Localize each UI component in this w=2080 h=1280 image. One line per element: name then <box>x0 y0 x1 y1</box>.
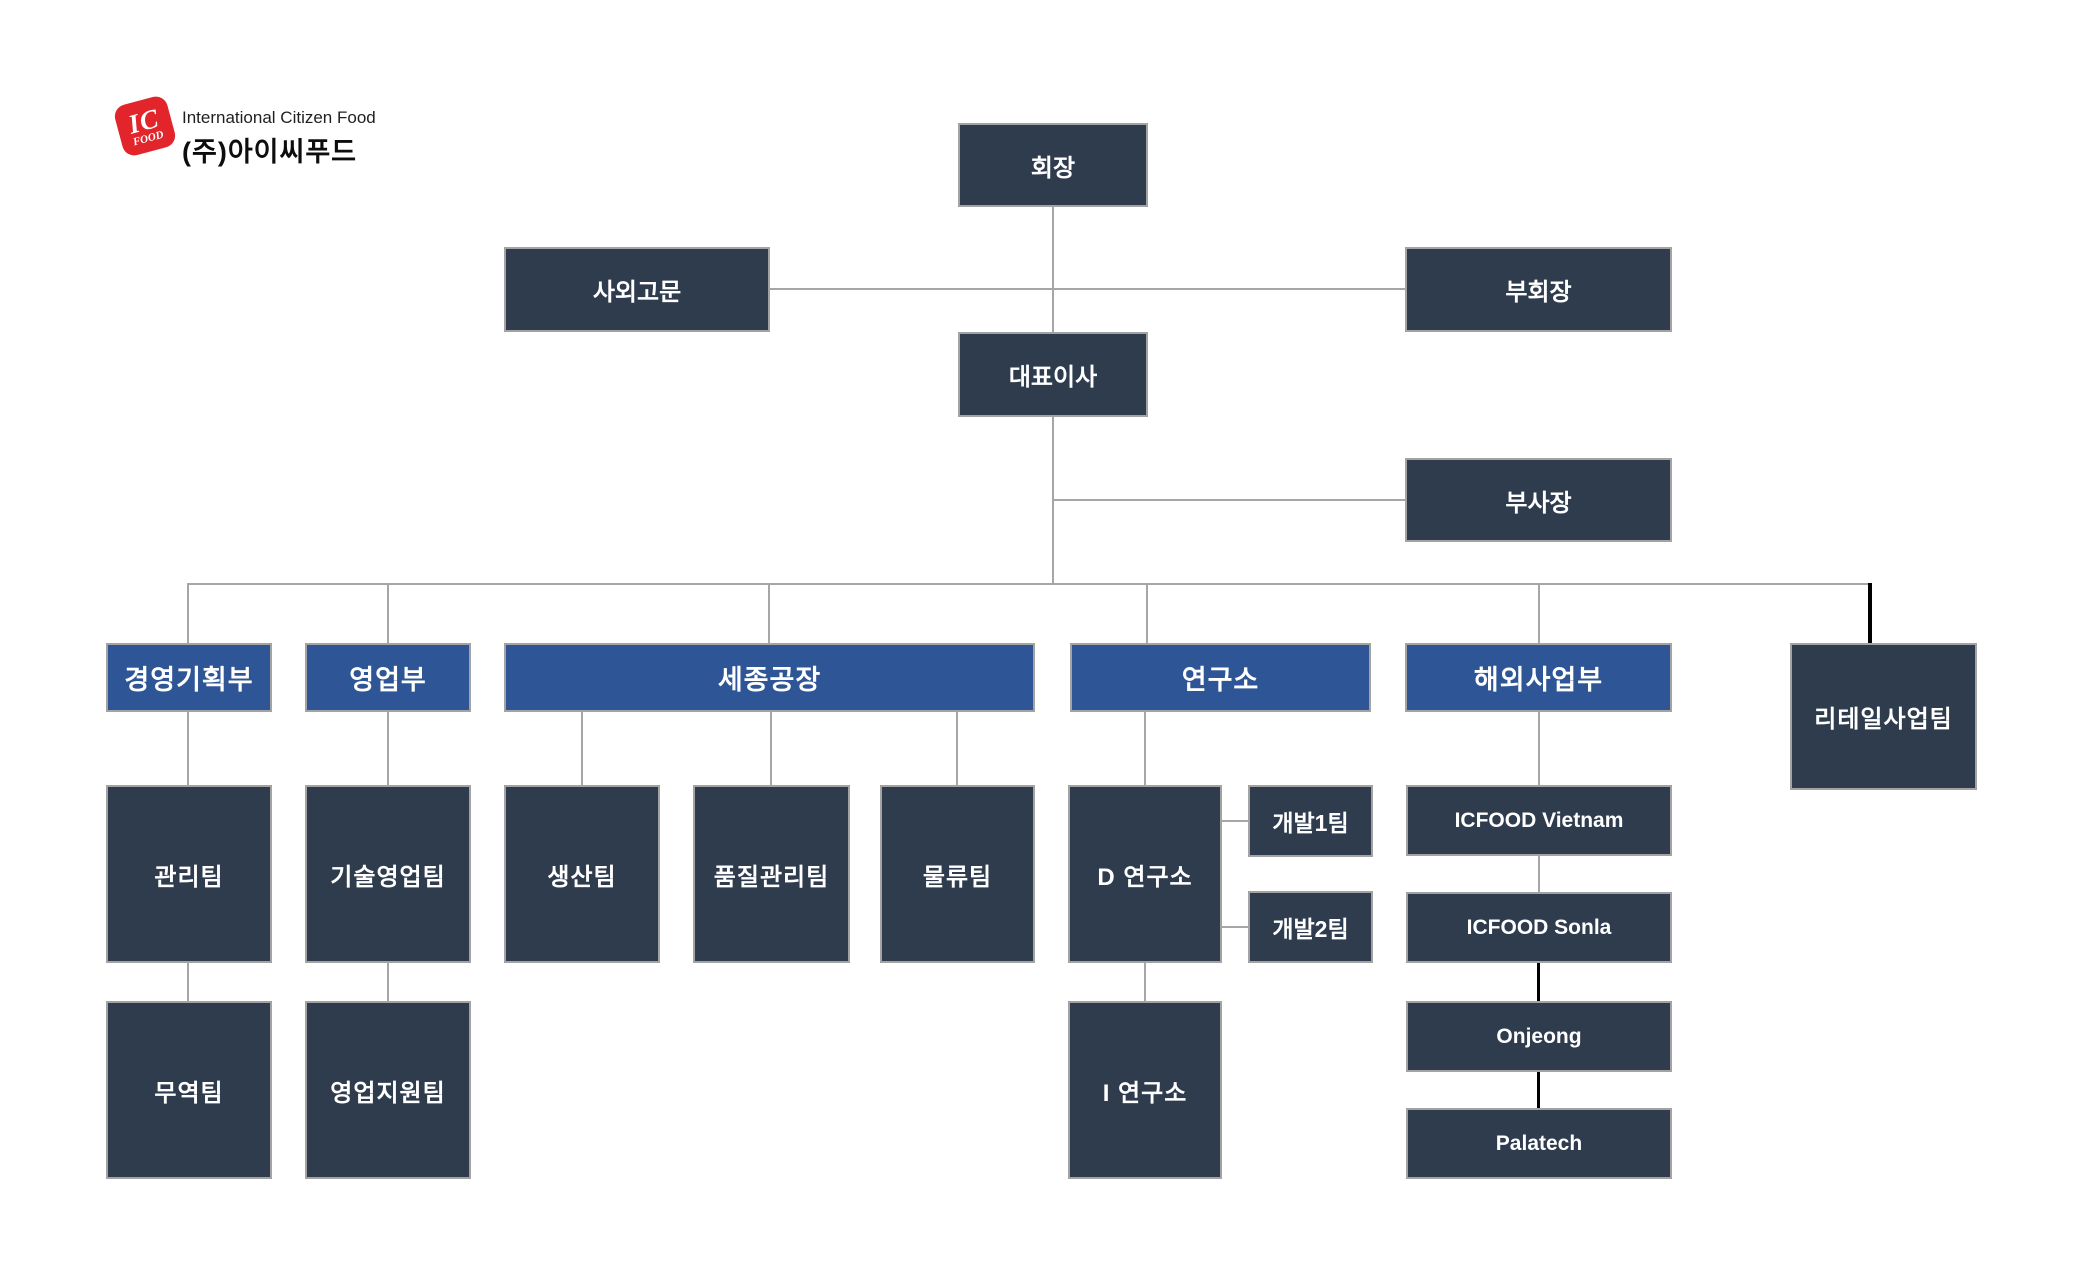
org-node-team-trade: 무역팀 <box>106 1001 272 1179</box>
logo-text: International Citizen Food (주)아이씨푸드 <box>182 100 376 169</box>
connector-ceo-mainline <box>1052 417 1054 585</box>
connector-drop-research <box>1146 583 1148 643</box>
logo-tagline: International Citizen Food <box>182 108 376 127</box>
logo-company-name: (주)아이씨푸드 <box>182 137 358 167</box>
org-node-dept-sales: 영업부 <box>305 643 471 712</box>
org-node-dept-research: 연구소 <box>1070 643 1371 712</box>
org-node-ceo: 대표이사 <box>958 332 1148 417</box>
icfood-logo-icon: IC FOOD <box>112 93 178 159</box>
org-node-team-admin: 관리팀 <box>106 785 272 963</box>
connector-drop-planning <box>187 583 189 643</box>
org-node-dev-team2: 개발2팀 <box>1248 891 1373 963</box>
org-node-icfood-vietnam: ICFOOD Vietnam <box>1406 785 1672 856</box>
org-node-icfood-sonla: ICFOOD Sonla <box>1406 892 1672 963</box>
org-node-dept-overseas: 해외사업부 <box>1405 643 1672 712</box>
org-node-outside-advisor: 사외고문 <box>504 247 770 332</box>
connector-ceo-evp <box>1052 499 1405 501</box>
connector-chairman-ceo <box>1052 207 1054 332</box>
connector-overseas-vietnam <box>1538 712 1540 785</box>
connector-sales-techsales <box>387 712 389 785</box>
org-node-evp: 부사장 <box>1405 458 1672 542</box>
connector-vietnam-sonla <box>1538 856 1540 893</box>
connector-dlab-devteam1 <box>1222 820 1248 822</box>
connector-main-distribution <box>187 583 1872 585</box>
connector-onjeong-palatech <box>1537 1072 1540 1108</box>
connector-advisor-vicechairman <box>770 288 1405 290</box>
org-node-team-tech-sales: 기술영업팀 <box>305 785 471 963</box>
org-node-onjeong: Onjeong <box>1406 1001 1672 1072</box>
connector-drop-overseas <box>1538 583 1540 643</box>
org-node-dept-planning: 경영기획부 <box>106 643 272 712</box>
connector-drop-retail <box>1868 583 1872 643</box>
org-node-retail-team: 리테일사업팀 <box>1790 643 1977 790</box>
org-node-team-logistics: 물류팀 <box>880 785 1035 963</box>
connector-techsales-salessupport <box>387 963 389 1001</box>
org-node-chairman: 회장 <box>958 123 1148 207</box>
connector-sejong-production <box>581 712 583 785</box>
connector-sejong-quality <box>770 712 772 785</box>
connector-drop-sales <box>387 583 389 643</box>
org-node-dept-sejong-plant: 세종공장 <box>504 643 1035 712</box>
connector-admin-trade <box>187 963 189 1001</box>
org-node-team-sales-support: 영업지원팀 <box>305 1001 471 1179</box>
connector-drop-sejong <box>768 583 770 643</box>
connector-sejong-logistics <box>956 712 958 785</box>
org-node-palatech: Palatech <box>1406 1108 1672 1179</box>
company-logo: IC FOOD International Citizen Food (주)아이… <box>112 93 376 169</box>
connector-dlab-devteam2 <box>1222 926 1248 928</box>
org-node-d-lab: D 연구소 <box>1068 785 1222 963</box>
org-node-team-production: 생산팀 <box>504 785 660 963</box>
org-node-i-lab: I 연구소 <box>1068 1001 1222 1179</box>
org-node-vice-chairman: 부회장 <box>1405 247 1672 332</box>
connector-research-dlab <box>1144 712 1146 785</box>
connector-planning-admin <box>187 712 189 785</box>
connector-sonla-onjeong <box>1537 963 1540 1001</box>
connector-dlab-ilab <box>1144 963 1146 1001</box>
org-node-team-quality: 품질관리팀 <box>693 785 850 963</box>
org-node-dev-team1: 개발1팀 <box>1248 785 1373 857</box>
